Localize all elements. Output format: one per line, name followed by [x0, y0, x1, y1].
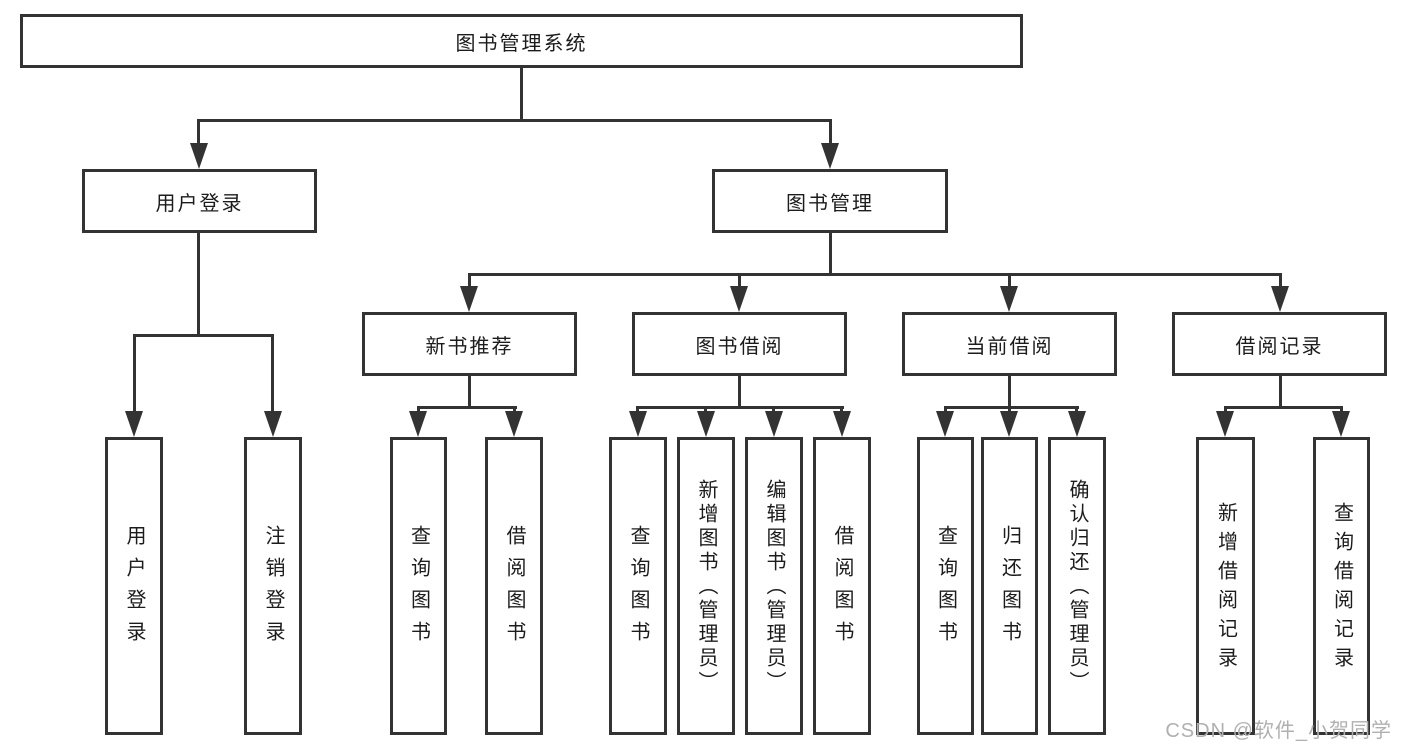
connector-book-management-hline — [468, 273, 1282, 276]
connector-stub — [704, 406, 707, 414]
connector-stub — [944, 406, 947, 414]
node-library-management-system: 图书管理系统 — [20, 14, 1023, 68]
leaf-confirm-return-admin: 确认归还（管理员） — [1048, 437, 1106, 735]
connector-book-borrow-hline — [636, 406, 844, 409]
node-borrow-records: 借阅记录 — [1172, 312, 1387, 376]
connector-drop-book-management — [829, 119, 832, 147]
arrow-down-icon — [505, 411, 523, 437]
connector-root-stem — [520, 68, 523, 120]
node-book-borrow: 图书借阅 — [632, 312, 847, 376]
arrow-down-icon — [821, 143, 839, 169]
arrow-down-icon — [1216, 411, 1234, 437]
connector-drop-book-borrow — [738, 273, 741, 289]
connector-root-hline — [197, 119, 832, 122]
connector-new-book-hline — [417, 406, 517, 409]
connector-drop-borrow-records — [1279, 273, 1282, 289]
leaf-recommend-query-books: 查询图书 — [390, 437, 447, 735]
leaf-borrow-books: 借阅图书 — [813, 437, 871, 735]
arrow-down-icon — [1000, 286, 1018, 312]
arrow-down-icon — [1068, 411, 1086, 437]
leaf-add-books-admin: 新增图书（管理员） — [677, 437, 735, 735]
connector-book-borrow-stem — [738, 376, 741, 409]
node-new-book-recommend: 新书推荐 — [362, 312, 577, 376]
leaf-return-books: 归还图书 — [981, 437, 1038, 735]
node-user-login: 用户登录 — [82, 169, 317, 233]
connector-borrow-records-stem — [1279, 376, 1282, 409]
leaf-query-borrow-record: 查询借阅记录 — [1313, 437, 1370, 735]
connector-stub — [417, 406, 420, 414]
connector-drop-leaf-logout — [271, 334, 274, 414]
connector-stub — [513, 406, 516, 414]
arrow-down-icon — [629, 411, 647, 437]
arrow-down-icon — [936, 411, 954, 437]
arrow-down-icon — [460, 286, 478, 312]
leaf-current-query-books: 查询图书 — [917, 437, 974, 735]
connector-stub — [1075, 406, 1078, 414]
arrow-down-icon — [765, 411, 783, 437]
connector-drop-new-book — [468, 273, 471, 289]
connector-stub — [1340, 406, 1343, 414]
leaf-add-borrow-record: 新增借阅记录 — [1196, 437, 1255, 735]
leaf-recommend-borrow-books: 借阅图书 — [485, 437, 543, 735]
connector-drop-user-login — [197, 119, 200, 147]
node-current-borrow: 当前借阅 — [902, 312, 1117, 376]
arrow-down-icon — [697, 411, 715, 437]
connector-drop-current-borrow — [1008, 273, 1011, 289]
connector-book-management-stem — [829, 233, 832, 275]
watermark: CSDN @软件_小贺同学 — [1165, 720, 1392, 742]
connector-user-login-stem — [197, 233, 200, 336]
connector-stub — [772, 406, 775, 414]
arrow-down-icon — [125, 411, 143, 437]
connector-stub — [1008, 406, 1011, 414]
arrow-down-icon — [730, 286, 748, 312]
connector-borrow-records-hline — [1224, 406, 1343, 409]
connector-user-login-hline — [133, 334, 274, 337]
arrow-down-icon — [264, 411, 282, 437]
arrow-down-icon — [190, 143, 208, 169]
leaf-user-login: 用户登录 — [105, 437, 163, 735]
connector-new-book-stem — [468, 376, 471, 409]
leaf-edit-books-admin: 编辑图书（管理员） — [745, 437, 803, 735]
connector-current-borrow-hline — [944, 406, 1079, 409]
arrow-down-icon — [409, 411, 427, 437]
leaf-logout: 注销登录 — [244, 437, 302, 735]
connector-stub — [840, 406, 843, 414]
connector-current-borrow-stem — [1008, 376, 1011, 409]
connector-stub — [1224, 406, 1227, 414]
arrow-down-icon — [1332, 411, 1350, 437]
arrow-down-icon — [1271, 286, 1289, 312]
arrow-down-icon — [833, 411, 851, 437]
connector-stub — [636, 406, 639, 414]
leaf-borrow-query-books: 查询图书 — [609, 437, 667, 735]
connector-drop-leaf-user-login — [133, 334, 136, 414]
arrow-down-icon — [1000, 411, 1018, 437]
node-book-management: 图书管理 — [712, 169, 948, 233]
